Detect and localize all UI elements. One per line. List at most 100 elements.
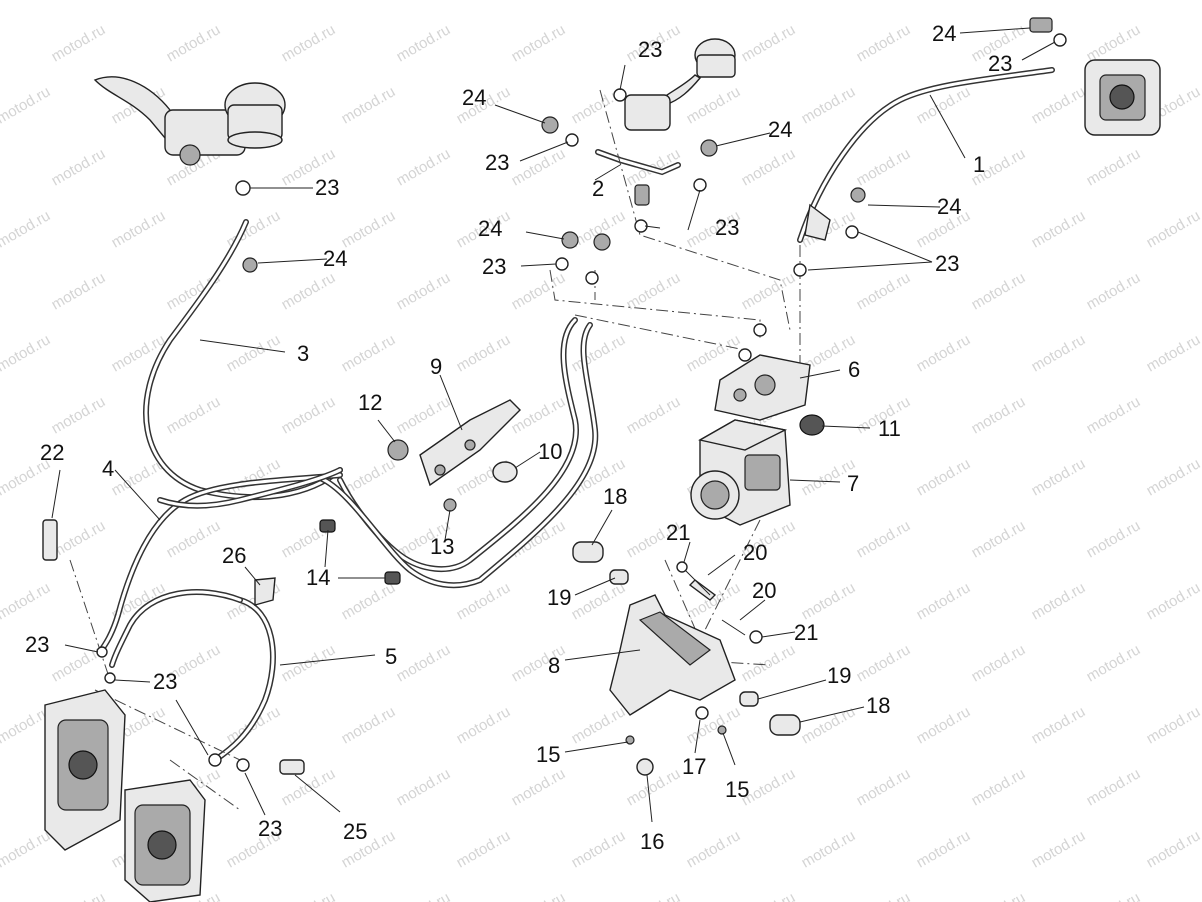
- callout-11: 11: [878, 416, 901, 441]
- callout-15a: 15: [536, 742, 560, 767]
- watermark-text: motod.ru: [1144, 703, 1202, 747]
- watermark-text: motod.ru: [1144, 0, 1202, 3]
- watermark-text: motod.ru: [1029, 579, 1089, 623]
- callout-23g: 23: [482, 254, 506, 279]
- watermark-text: motod.ru: [0, 827, 53, 871]
- watermark-text: motod.ru: [454, 331, 514, 375]
- watermark-text: motod.ru: [739, 889, 799, 902]
- watermark-text: motod.ru: [1084, 145, 1144, 189]
- watermark-text: motod.ru: [969, 765, 1029, 809]
- callout-20a: 20: [743, 540, 767, 565]
- watermark-text: motod.ru: [684, 827, 744, 871]
- watermark-text: motod.ru: [49, 889, 109, 902]
- watermark-text: motod.ru: [339, 579, 399, 623]
- watermark-text: motod.ru: [1029, 207, 1089, 251]
- abs-modulator: [690, 419, 791, 526]
- callout-5: 5: [385, 644, 397, 669]
- callout-9: 9: [430, 354, 442, 379]
- watermark-text: motod.ru: [1084, 269, 1144, 313]
- leader-lines: [51, 27, 1056, 823]
- callout-23i: 23: [153, 669, 177, 694]
- watermark-text: motod.ru: [1199, 517, 1202, 561]
- callout-16: 16: [640, 829, 664, 854]
- callout-7: 7: [847, 471, 859, 496]
- watermark-text: motod.ru: [684, 703, 744, 747]
- watermark-text: motod.ru: [454, 703, 514, 747]
- callout-19b: 19: [827, 663, 851, 688]
- watermark-text: motod.ru: [1029, 703, 1089, 747]
- callout-3: 3: [297, 341, 309, 366]
- watermark-text: motod.ru: [1199, 269, 1202, 313]
- watermark-text: motod.ru: [1084, 21, 1144, 65]
- watermark-text: motod.ru: [569, 827, 629, 871]
- watermark-text: motod.ru: [224, 331, 284, 375]
- watermark-text: motod.ru: [1084, 889, 1144, 902]
- watermark-text: motod.ru: [1144, 455, 1202, 499]
- watermark-text: motod.ru: [49, 21, 109, 65]
- watermark-text: motod.ru: [1144, 827, 1202, 871]
- watermark-text: motod.ru: [1199, 21, 1202, 65]
- brake-hoses: [97, 67, 1055, 763]
- callout-24a: 24: [932, 21, 956, 46]
- watermark-text: motod.ru: [854, 269, 914, 313]
- watermark-text: motod.ru: [1029, 83, 1089, 127]
- watermark-text: motod.ru: [1144, 207, 1202, 251]
- watermark-text: motod.ru: [799, 83, 859, 127]
- watermark-text: motod.ru: [969, 641, 1029, 685]
- watermark-text: motod.ru: [684, 331, 744, 375]
- watermark-text: motod.ru: [624, 765, 684, 809]
- watermark-text: motod.ru: [1084, 641, 1144, 685]
- callout-21b: 21: [794, 620, 818, 645]
- watermark-text: motod.ru: [394, 269, 454, 313]
- watermark-text: motod.ru: [0, 579, 53, 623]
- watermark-text: motod.ru: [394, 393, 454, 437]
- watermark-text: motod.ru: [454, 827, 514, 871]
- watermark-text: motod.ru: [0, 331, 53, 375]
- abs-bracket: [714, 354, 811, 421]
- callout-23d: 23: [485, 150, 509, 175]
- watermark-text: motod.ru: [509, 269, 569, 313]
- watermark-text: motod.ru: [339, 703, 399, 747]
- callout-1: 1: [973, 152, 985, 177]
- watermark-text: motod.ru: [739, 145, 799, 189]
- watermark-text: motod.ru: [854, 889, 914, 902]
- callout-23b: 23: [315, 175, 339, 200]
- callout-25: 25: [343, 819, 367, 844]
- watermark-text: motod.ru: [0, 0, 53, 3]
- callout-22: 22: [40, 440, 64, 465]
- front-calipers: [44, 689, 206, 902]
- watermark-text: motod.ru: [394, 21, 454, 65]
- watermark-text: motod.ru: [799, 579, 859, 623]
- watermark-text: motod.ru: [914, 827, 974, 871]
- watermark-text: motod.ru: [394, 145, 454, 189]
- watermark-text: motod.ru: [109, 0, 169, 3]
- watermark-text: motod.ru: [339, 0, 399, 3]
- callout-labels: 1 2 3 4 5 6 7 8 9 10 11 12 13 14 15 15 1…: [25, 21, 1012, 854]
- callout-23f: 23: [935, 251, 959, 276]
- watermark-text: motod.ru: [279, 393, 339, 437]
- watermark-text: motod.ru: [339, 83, 399, 127]
- watermark-text: motod.ru: [509, 145, 569, 189]
- watermark-text: motod.ru: [914, 703, 974, 747]
- callout-24e: 24: [937, 194, 961, 219]
- callout-15b: 15: [725, 777, 749, 802]
- watermark-text: motod.ru: [739, 21, 799, 65]
- callout-13: 13: [430, 534, 454, 559]
- watermark-text: motod.ru: [854, 517, 914, 561]
- watermark-text: motod.ru: [164, 21, 224, 65]
- watermark-text: motod.ru: [739, 269, 799, 313]
- watermark-text: motod.ru: [569, 703, 629, 747]
- watermark-text: motod.ru: [1084, 517, 1144, 561]
- watermark-text: motod.ru: [279, 21, 339, 65]
- watermark-text: motod.ru: [49, 393, 109, 437]
- watermark-text: motod.ru: [914, 331, 974, 375]
- callout-23a: 23: [988, 51, 1012, 76]
- watermark-text: motod.ru: [339, 207, 399, 251]
- watermark-text: motod.ru: [854, 145, 914, 189]
- callout-23j: 23: [258, 816, 282, 841]
- watermark-text: motod.ru: [279, 641, 339, 685]
- watermark-text: motod.ru: [624, 889, 684, 902]
- watermark-text: motod.ru: [224, 0, 284, 3]
- callout-26: 26: [222, 543, 246, 568]
